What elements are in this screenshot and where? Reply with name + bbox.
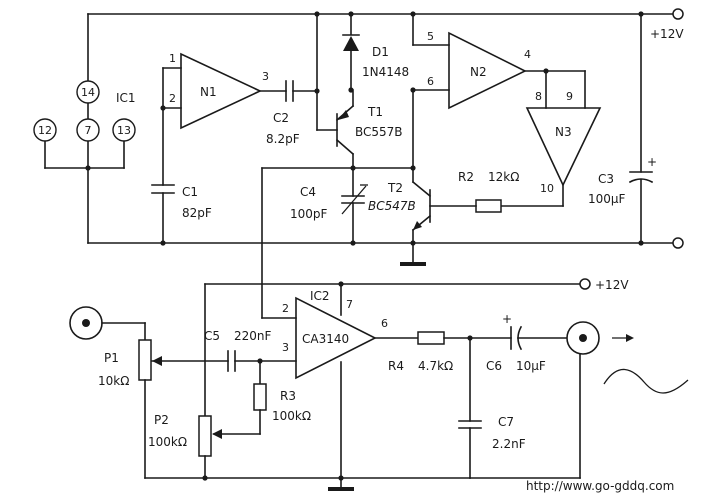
n2-pin-5: 5 <box>427 30 434 43</box>
n3-label: N3 <box>555 125 572 139</box>
c6-polarity: + <box>502 312 512 326</box>
gate-n3 <box>525 70 602 207</box>
c2-value: 8.2pF <box>266 132 300 146</box>
output-jack <box>566 321 600 479</box>
n2-pin-6: 6 <box>427 75 434 88</box>
ic1-power-pins <box>33 13 136 244</box>
r3-ref: R3 <box>280 389 296 403</box>
c2-ref: C2 <box>273 111 289 125</box>
n3-pin-10: 10 <box>540 182 554 195</box>
output-arrow-icon <box>612 334 634 342</box>
resistor-r3 <box>213 360 267 435</box>
r2-value: 12kΩ <box>488 170 519 184</box>
input-jack <box>69 306 146 340</box>
c1-ref: C1 <box>182 185 198 199</box>
n1-pin-1: 1 <box>169 52 176 65</box>
d1-ref: D1 <box>372 45 389 59</box>
ic1-pin-13: 13 <box>117 124 131 137</box>
ground-rail-top <box>87 237 684 249</box>
capacitor-c6 <box>510 325 568 351</box>
node-t1-collector <box>261 165 416 319</box>
ground-rail-bottom <box>144 475 581 491</box>
diode-d1 <box>342 13 360 93</box>
p1-value: 10kΩ <box>98 374 129 388</box>
top-rail-label: +12V <box>650 27 684 41</box>
capacitor-c2 <box>285 80 318 102</box>
transistor-t2 <box>400 167 432 266</box>
n3-pin-9: 9 <box>566 90 573 103</box>
transistor-t1 <box>314 13 355 169</box>
output-waveform-icon <box>603 368 689 394</box>
r3-value: 100kΩ <box>272 409 311 423</box>
ic2-pin-7: 7 <box>346 298 353 311</box>
n3-pin-8: 8 <box>535 90 542 103</box>
resistor-r4 <box>417 331 512 345</box>
n1-pin-3: 3 <box>262 70 269 83</box>
ic2-pin-3: 3 <box>282 341 289 354</box>
ic2-pin-6: 6 <box>381 317 388 330</box>
n2-label: N2 <box>470 65 487 79</box>
gate-n1 <box>160 52 287 186</box>
capacitor-c4 <box>341 167 368 244</box>
c4-ref: C4 <box>300 185 316 199</box>
c4-value: 100pF <box>290 207 328 221</box>
c5-ref: C5 <box>204 329 220 343</box>
n1-pin-2: 2 <box>169 92 176 105</box>
t2-part: BC547B <box>368 199 416 213</box>
t1-part: BC557B <box>355 125 403 139</box>
ic1-pin-12: 12 <box>38 124 52 137</box>
power-rail-top <box>87 8 684 20</box>
p1-ref: P1 <box>104 351 119 365</box>
capacitor-c7 <box>458 337 482 479</box>
p2-value: 100kΩ <box>148 435 187 449</box>
c7-value: 2.2nF <box>492 437 526 451</box>
potentiometer-p2 <box>198 415 222 479</box>
watermark: http://www.go-gddq.com <box>526 479 674 493</box>
ic1-pin-14: 14 <box>81 86 95 99</box>
p2-ref: P2 <box>154 413 169 427</box>
r2-ref: R2 <box>458 170 474 184</box>
r4-value: 4.7kΩ <box>418 359 453 373</box>
ic2-ref: IC2 <box>310 289 330 303</box>
d1-part: 1N4148 <box>362 65 409 79</box>
c6-value: 10μF <box>516 359 546 373</box>
ic2-pin-2: 2 <box>282 302 289 315</box>
n2-pin-4: 4 <box>524 48 531 61</box>
c6-ref: C6 <box>486 359 502 373</box>
t1-ref: T1 <box>367 105 383 119</box>
ic1-label: IC1 <box>116 91 136 105</box>
n1-label: N1 <box>200 85 217 99</box>
ic2-supply-rail <box>204 278 591 417</box>
ic1-pin-7: 7 <box>85 124 92 137</box>
ic2-part: CA3140 <box>302 332 349 346</box>
c1-value: 82pF <box>182 206 212 220</box>
capacitor-c3 <box>628 13 654 244</box>
ic2-rail-label: +12V <box>595 278 629 292</box>
opamp-ic2 <box>295 283 419 479</box>
capacitor-c5 <box>227 350 297 372</box>
capacitor-c1 <box>151 184 175 244</box>
potentiometer-p1 <box>138 322 229 479</box>
resistor-r2 <box>429 199 564 213</box>
c3-value: 100μF <box>588 192 626 206</box>
c3-polarity: + <box>647 155 657 169</box>
t2-ref: T2 <box>387 181 403 195</box>
c5-value: 220nF <box>234 329 272 343</box>
c3-ref: C3 <box>598 172 614 186</box>
gate-n2 <box>410 13 586 169</box>
r4-ref: R4 <box>388 359 404 373</box>
c7-ref: C7 <box>498 415 514 429</box>
